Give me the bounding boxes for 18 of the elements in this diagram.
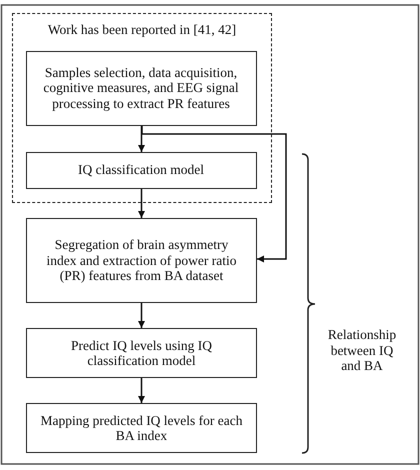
group-title: Work has been reported in [41, 42] — [48, 22, 236, 38]
process-box — [26, 152, 256, 188]
step-text: Predict IQ levels using IQ classification model — [70, 338, 213, 368]
dashed-group-box — [12, 13, 272, 203]
connector-arrow — [138, 126, 145, 152]
step-text: Samples selection, data acquisition, cognitive measures, and EEG signal processing to extract PR features — [42, 64, 240, 112]
step-text: Mapping predicted IQ levels for each BA index — [39, 412, 244, 444]
process-box — [26, 50, 256, 126]
step-text: Segregation of brain asymmetry index and extraction of power ratio (PR) features from BA dataset — [45, 237, 238, 284]
step-text: IQ classification model — [78, 162, 204, 178]
connector-arrow — [141, 126, 287, 262]
process-box — [26, 328, 257, 378]
connector-arrow — [138, 189, 145, 218]
process-box — [26, 403, 257, 453]
bracket-label: Relationship between IQ and BA — [326, 327, 398, 374]
process-box — [26, 218, 257, 303]
connector-arrow — [138, 378, 145, 403]
connector-arrow — [138, 303, 145, 328]
